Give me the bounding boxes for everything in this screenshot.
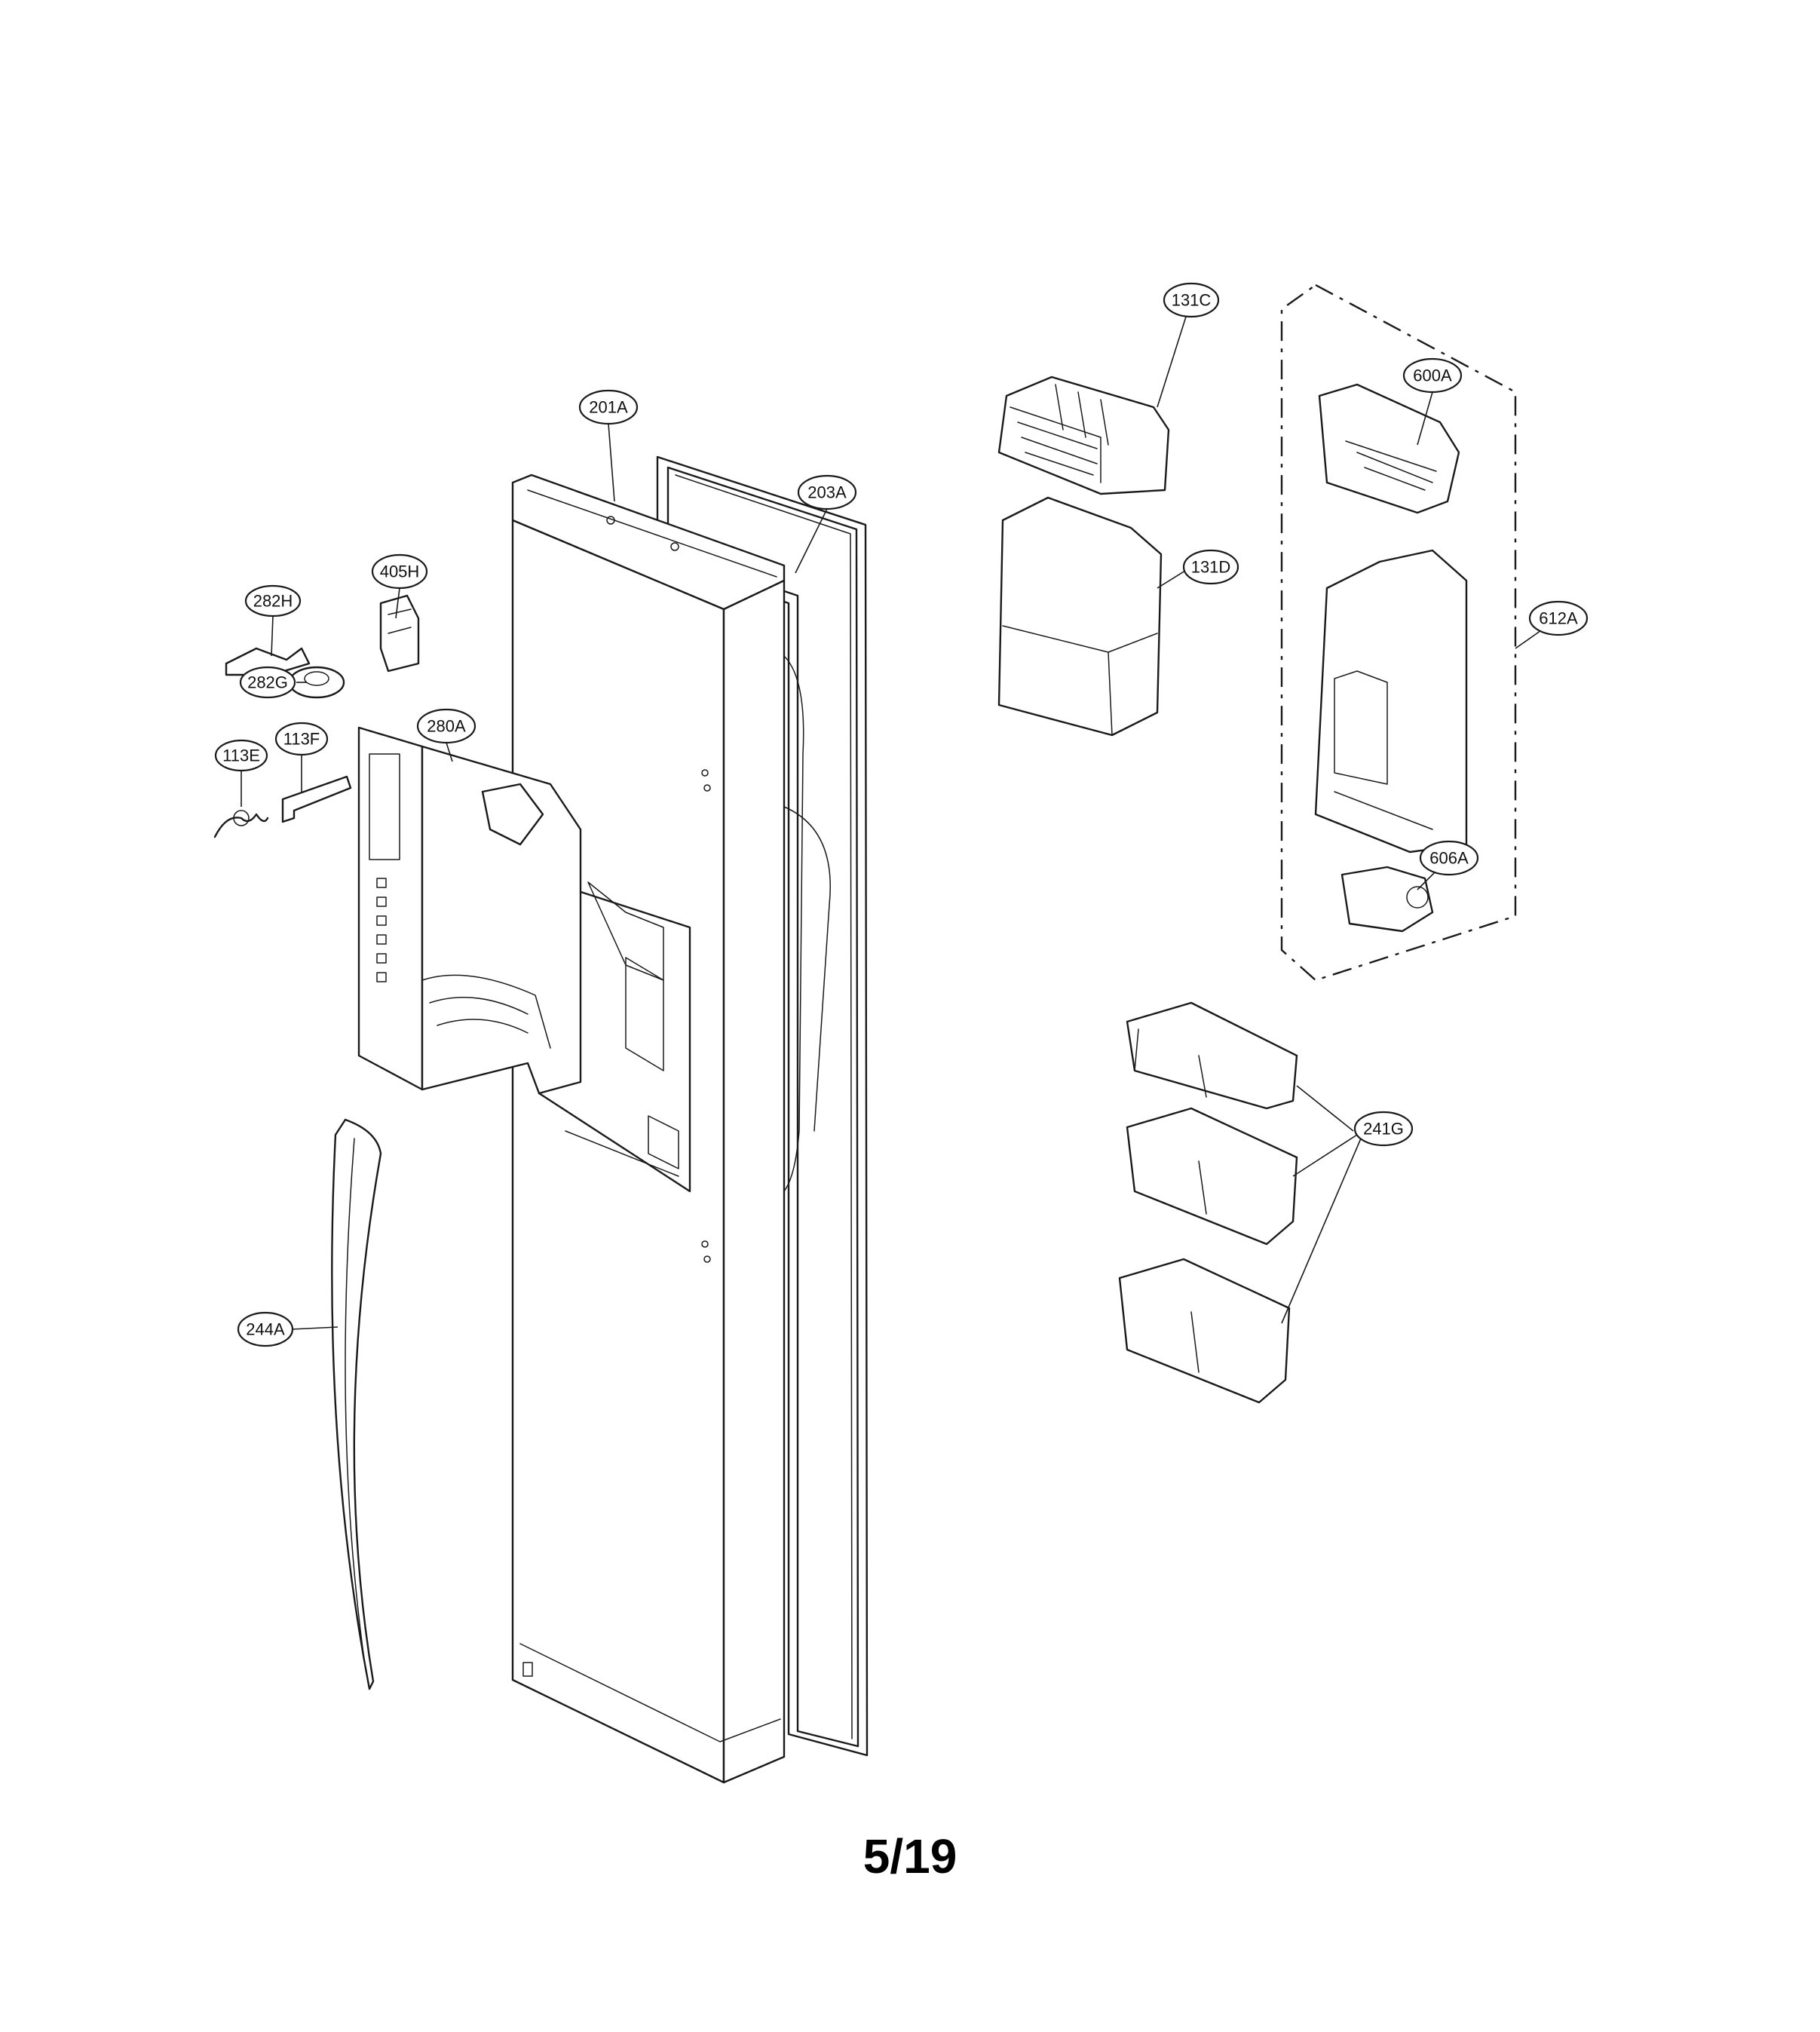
callout-600A-label: 600A <box>1413 366 1452 385</box>
dispenser-cover-part <box>357 726 582 1095</box>
door-bin-upper-part <box>1126 1001 1298 1110</box>
motor-606A-part <box>1340 866 1434 933</box>
ice-bin-body-part <box>997 496 1163 737</box>
switch-405H-part <box>379 594 420 673</box>
callout-131D: 131D <box>1182 549 1239 585</box>
door-bin-lower-part <box>1118 1258 1291 1404</box>
door-handle-part <box>331 1118 382 1690</box>
callout-282G-label: 282G <box>247 673 288 692</box>
callout-282H: 282H <box>244 584 302 618</box>
callout-244A-label: 244A <box>246 1320 285 1339</box>
callout-203A-label: 203A <box>807 483 847 502</box>
callout-405H-label: 405H <box>380 562 420 581</box>
callout-113F: 113F <box>274 722 329 756</box>
ice-bin-top-part <box>997 375 1170 495</box>
callout-282G: 282G <box>239 666 296 699</box>
callout-131C: 131C <box>1163 282 1220 318</box>
callout-282H-label: 282H <box>253 592 293 611</box>
callout-405H: 405H <box>371 553 428 590</box>
callout-201A-label: 201A <box>589 398 628 417</box>
callout-201A: 201A <box>578 389 639 425</box>
page-number: 5/19 <box>863 1829 957 1883</box>
ice-maker-600A-part <box>1318 383 1460 514</box>
leader-lines <box>241 299 1559 1330</box>
callout-280A-label: 280A <box>427 717 466 736</box>
callout-113E-label: 113E <box>222 746 260 765</box>
door-panel-part <box>511 474 831 1784</box>
door-bin-middle-part <box>1126 1107 1298 1246</box>
callout-606A-label: 606A <box>1429 849 1469 868</box>
callout-203A: 203A <box>797 474 857 510</box>
callout-241G: 241G <box>1353 1111 1414 1147</box>
callout-131D-label: 131D <box>1191 558 1231 577</box>
callout-612A: 612A <box>1528 600 1589 636</box>
ice-maker-housing-part <box>1314 549 1468 854</box>
callout-131C-label: 131C <box>1172 291 1212 310</box>
callout-113F-label: 113F <box>283 730 320 749</box>
callout-600A: 600A <box>1402 357 1463 394</box>
callout-280A: 280A <box>416 708 476 744</box>
callout-113E: 113E <box>214 739 268 772</box>
callout-606A: 606A <box>1419 840 1479 876</box>
spring-113E-part <box>213 810 269 838</box>
callout-612A-label: 612A <box>1539 609 1578 628</box>
lever-282H-part <box>225 647 311 676</box>
callout-244A: 244A <box>237 1311 294 1347</box>
clip-113F-part <box>281 775 352 823</box>
callout-241G-label: 241G <box>1363 1120 1404 1139</box>
